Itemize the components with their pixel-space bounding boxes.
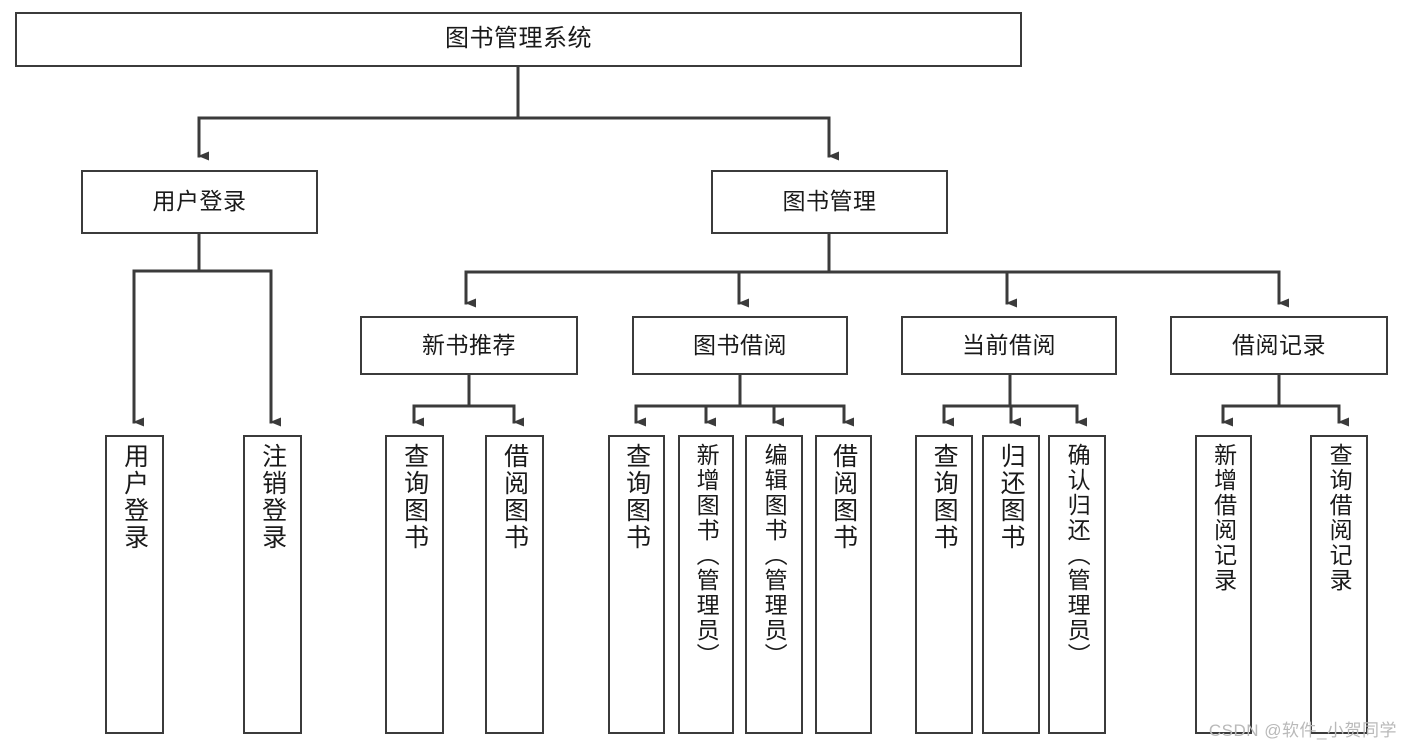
- node-new-book-recommend[interactable]: 新书推荐: [360, 316, 578, 375]
- node-label: 新书推荐: [422, 331, 516, 358]
- node-label: 查询图书: [622, 443, 651, 551]
- csdn-watermark: CSDN @软件_小贺同学: [1208, 721, 1397, 740]
- node-leaf-borrow-edit-book-admin[interactable]: 编辑图书（管理员）: [745, 435, 803, 734]
- node-label: 注销登录: [258, 443, 287, 551]
- node-current-borrow[interactable]: 当前借阅: [901, 316, 1117, 375]
- node-leaf-borrow-borrow-book[interactable]: 借阅图书: [815, 435, 872, 734]
- node-label: 归还图书: [997, 443, 1026, 551]
- node-label: 新增图书（管理员）: [693, 443, 720, 668]
- node-book-management[interactable]: 图书管理: [711, 170, 948, 234]
- node-leaf-user-login-signin[interactable]: 用户登录: [105, 435, 164, 734]
- node-label: 图书管理: [782, 188, 877, 215]
- node-leaf-current-return-book[interactable]: 归还图书: [982, 435, 1040, 734]
- node-label: 借阅记录: [1232, 331, 1326, 358]
- node-borrow-record[interactable]: 借阅记录: [1170, 316, 1388, 375]
- node-label: 编辑图书（管理员）: [761, 443, 788, 668]
- node-leaf-current-query-book[interactable]: 查询图书: [915, 435, 973, 734]
- node-book-borrow[interactable]: 图书借阅: [632, 316, 848, 375]
- node-leaf-record-add-borrow-record[interactable]: 新增借阅记录: [1195, 435, 1252, 734]
- node-label: 新增借阅记录: [1210, 443, 1237, 593]
- node-label: 借阅图书: [829, 443, 858, 551]
- node-root-book-management-system[interactable]: 图书管理系统: [15, 12, 1022, 67]
- node-label: 图书借阅: [693, 331, 787, 358]
- node-leaf-new-book-query[interactable]: 查询图书: [385, 435, 444, 734]
- node-leaf-current-confirm-return-admin[interactable]: 确认归还（管理员）: [1048, 435, 1106, 734]
- node-label: 查询借阅记录: [1326, 443, 1353, 593]
- node-leaf-borrow-query-book[interactable]: 查询图书: [608, 435, 665, 734]
- node-label: 当前借阅: [962, 331, 1056, 358]
- node-label: 用户登录: [120, 443, 149, 551]
- node-leaf-new-book-borrow[interactable]: 借阅图书: [485, 435, 544, 734]
- node-label: 查询图书: [930, 443, 959, 551]
- node-leaf-record-query-borrow-record[interactable]: 查询借阅记录: [1310, 435, 1368, 734]
- node-label: 用户登录: [152, 188, 247, 215]
- node-label: 借阅图书: [500, 443, 529, 551]
- node-leaf-user-login-signout[interactable]: 注销登录: [243, 435, 302, 734]
- node-user-login[interactable]: 用户登录: [81, 170, 318, 234]
- node-label: 图书管理系统: [445, 25, 592, 53]
- node-label: 查询图书: [400, 443, 429, 551]
- node-leaf-borrow-add-book-admin[interactable]: 新增图书（管理员）: [678, 435, 734, 734]
- node-label: 确认归还（管理员）: [1064, 443, 1091, 668]
